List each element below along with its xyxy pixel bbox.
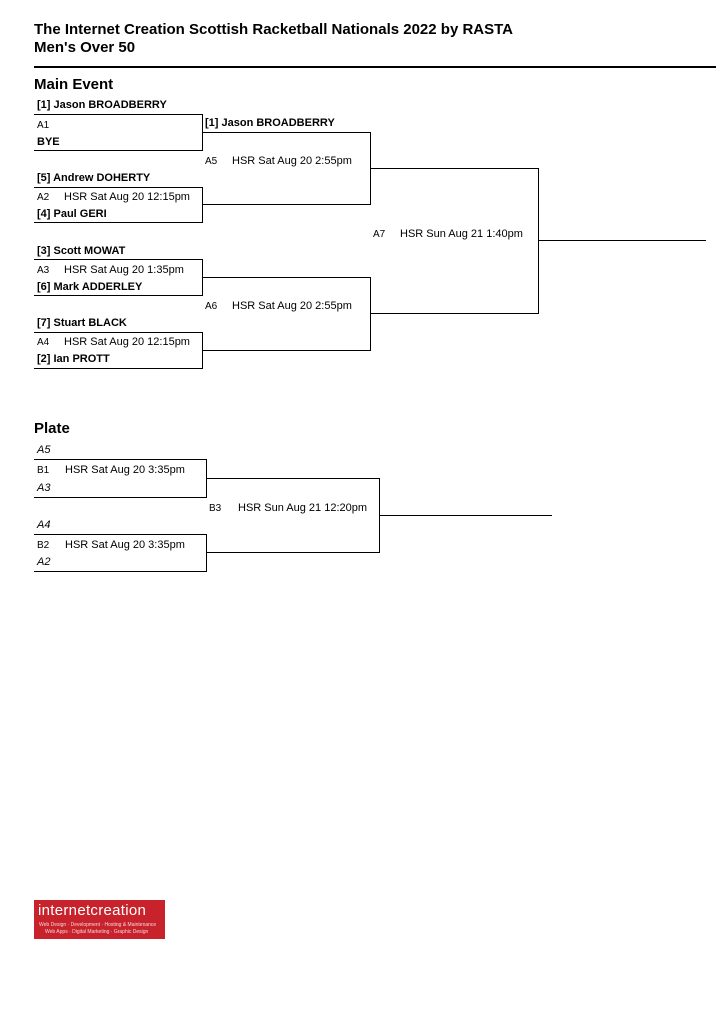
bracket-line	[34, 332, 202, 333]
logo-tagline-2: Web Apps · Digital Marketing · Graphic D…	[45, 929, 149, 935]
bracket-line	[34, 150, 202, 151]
match-ref: B1	[37, 465, 50, 476]
match-ref: A6	[205, 301, 218, 312]
logo-wordmark: internetcreation	[38, 902, 147, 919]
bracket-line	[34, 571, 206, 572]
bracket-line	[34, 497, 206, 498]
bracket-line	[202, 204, 370, 205]
match-schedule: HSR Sat Aug 20 2:55pm	[232, 300, 352, 312]
bracket-line	[202, 277, 370, 278]
feeder-ref: A5	[37, 444, 51, 456]
bracket-line	[34, 368, 202, 369]
page-title: The Internet Creation Scottish Racketbal…	[34, 21, 514, 38]
match-schedule: HSR Sun Aug 21 1:40pm	[400, 228, 523, 240]
feeder-ref: A2	[37, 556, 51, 568]
bracket-line	[206, 552, 379, 553]
match-schedule: HSR Sat Aug 20 1:35pm	[64, 264, 184, 276]
match-ref: A3	[37, 265, 50, 276]
match-ref: A2	[37, 192, 50, 203]
player-slot: [6] Mark ADDERLEY	[37, 281, 143, 293]
player-slot: [1] Jason BROADBERRY	[37, 99, 167, 111]
bracket-line	[34, 187, 202, 188]
match-schedule: HSR Sat Aug 20 3:35pm	[65, 539, 185, 551]
feeder-ref: A4	[37, 519, 51, 531]
player-slot: [1] Jason BROADBERRY	[205, 117, 335, 129]
bracket-line	[34, 222, 202, 223]
section-heading-main-event: Main Event	[34, 76, 114, 93]
match-schedule: HSR Sat Aug 20 12:15pm	[64, 191, 190, 203]
bracket-connector	[202, 187, 203, 223]
match-ref: A5	[205, 156, 218, 167]
match-ref: A1	[37, 120, 50, 131]
bracket-line	[202, 132, 370, 133]
bracket-connector	[538, 168, 539, 314]
match-schedule: HSR Sat Aug 20 12:15pm	[64, 336, 190, 348]
match-schedule: HSR Sat Aug 20 2:55pm	[232, 155, 352, 167]
bracket-line	[34, 114, 202, 115]
match-schedule: HSR Sun Aug 21 12:20pm	[238, 502, 368, 514]
bracket-line	[34, 295, 202, 296]
logo-tagline-1: Web Design · Development · Hosting & Mai…	[39, 922, 157, 928]
page-subtitle: Men's Over 50	[34, 39, 136, 56]
bracket-line	[34, 534, 206, 535]
bracket-line	[202, 350, 370, 351]
header-divider	[34, 66, 716, 68]
player-slot: [2] Ian PROTT	[37, 353, 110, 365]
player-slot: BYE	[37, 136, 60, 148]
player-slot: [7] Stuart BLACK	[37, 317, 127, 329]
bracket-connector	[370, 277, 371, 351]
winner-line	[379, 515, 552, 516]
bracket-connector	[206, 534, 207, 572]
internetcreation-logo: internetcreation Web Design · Developmen…	[34, 900, 165, 939]
bracket-line	[206, 478, 379, 479]
match-ref: A7	[373, 229, 386, 240]
bracket-line	[370, 313, 538, 314]
match-schedule: HSR Sat Aug 20 3:35pm	[65, 464, 185, 476]
bracket-line	[34, 459, 206, 460]
match-ref: B3	[209, 503, 222, 514]
player-slot: [5] Andrew DOHERTY	[37, 172, 151, 184]
match-ref: B2	[37, 540, 50, 551]
feeder-ref: A3	[37, 482, 51, 494]
section-heading-plate: Plate	[34, 420, 70, 437]
bracket-line	[370, 168, 538, 169]
player-slot: [3] Scott MOWAT	[37, 245, 126, 257]
winner-line	[538, 240, 706, 241]
player-slot: [4] Paul GERI	[37, 208, 107, 220]
bracket-line	[34, 259, 202, 260]
match-ref: A4	[37, 337, 50, 348]
